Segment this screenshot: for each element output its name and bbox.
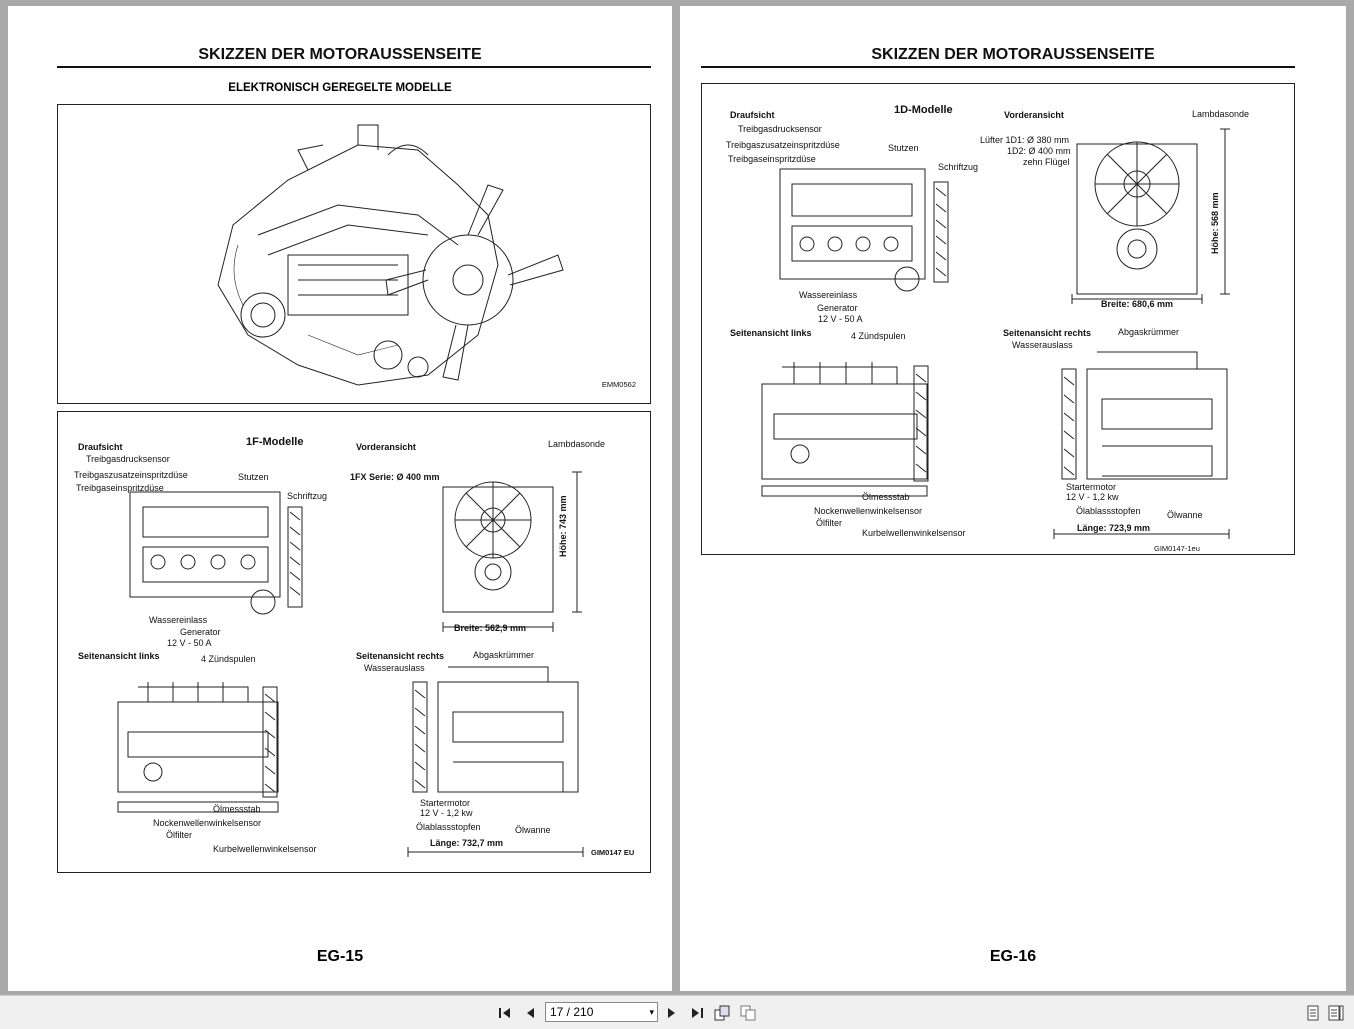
label-left-4: Kurbelwellenwinkelsensor — [213, 844, 317, 854]
label-top-5: Schriftzug — [938, 162, 979, 172]
label-top-6: Wassereinlass — [149, 615, 208, 625]
rotate-icon[interactable] — [714, 1005, 730, 1021]
label-left-1: Ölmessstab — [213, 804, 261, 814]
label-top-7: Generator — [817, 303, 858, 313]
page-number-select[interactable]: 17 / 210 ▾ — [545, 1002, 658, 1022]
label-fan-3: zehn Flügel — [1023, 157, 1070, 167]
label-draufsicht: Draufsicht — [78, 442, 123, 452]
label-abgaskruemmer: Abgaskrümmer — [473, 650, 535, 660]
label-top-7: Generator — [180, 627, 221, 637]
label-startermotor: Startermotor — [1066, 482, 1117, 492]
page-title: SKIZZEN DER MOTORAUSSENSEITE — [198, 46, 482, 63]
label-oelwanne: Ölwanne — [515, 825, 551, 835]
label-oelablass: Ölablassstopfen — [1076, 506, 1141, 516]
label-width: Breite: 680,6 mm — [1101, 299, 1174, 309]
engine-1d-views-drawing — [761, 128, 1230, 539]
label-startermotor: Startermotor — [420, 798, 471, 808]
engine-1f-dimensions-figure: Draufsicht 1F-Modelle Treibgasdrucksenso… — [57, 411, 651, 873]
page-title: SKIZZEN DER MOTORAUSSENSEITE — [871, 46, 1155, 63]
last-page-icon[interactable] — [689, 1005, 705, 1021]
page-number-value: 17 / 210 — [550, 1005, 594, 1019]
label-height: Höhe: 743 mm — [558, 495, 568, 557]
label-zuendspulen: 4 Zündspulen — [201, 654, 256, 664]
label-left-1: Ölmessstab — [862, 492, 910, 502]
label-vorderansicht: Vorderansicht — [356, 442, 416, 452]
label-top-4: Stutzen — [888, 143, 919, 153]
title-rule — [701, 66, 1295, 68]
label-oelwanne: Ölwanne — [1167, 510, 1203, 520]
label-lambdasonde: Lambdasonde — [548, 439, 606, 449]
label-top-5: Schriftzug — [287, 491, 328, 501]
label-model: 1D-Modelle — [894, 104, 953, 116]
label-seitenansicht-rechts: Seitenansicht rechts — [1003, 328, 1092, 338]
label-top-4: Stutzen — [238, 472, 269, 482]
engine-perspective-figure: EMM0562 — [57, 104, 651, 404]
label-starter-voltage: 12 V - 1,2 kw — [420, 808, 473, 818]
label-top-3: Treibgaseinspritzdüse — [76, 483, 164, 493]
label-seitenansicht-rechts: Seitenansicht rechts — [356, 651, 445, 661]
first-page-icon[interactable] — [497, 1005, 513, 1021]
label-seitenansicht-links: Seitenansicht links — [78, 651, 160, 661]
page-number: EG-16 — [989, 948, 1037, 965]
figure-code: EMM0562 — [601, 380, 636, 389]
label-starter-voltage: 12 V - 1,2 kw — [1066, 492, 1119, 502]
label-top-8: 12 V - 50 A — [167, 638, 212, 648]
label-length: Länge: 732,7 mm — [430, 838, 504, 848]
label-wasserauslass: Wasserauslass — [364, 663, 425, 673]
label-top-8: 12 V - 50 A — [818, 314, 863, 324]
label-fan-size: 1FX Serie: Ø 400 mm — [350, 472, 440, 482]
label-fan-2: 1D2: Ø 400 mm — [1007, 146, 1071, 156]
next-page-icon[interactable] — [664, 1005, 680, 1021]
label-top-1: Treibgasdrucksensor — [86, 454, 170, 464]
figure-code: GIM0147 EU — [591, 848, 635, 857]
engine-1f-views-drawing — [117, 471, 584, 857]
page-subtitle: ELEKTRONISCH GEREGELTE MODELLE — [228, 82, 452, 94]
two-page-view-icon[interactable] — [1328, 1005, 1344, 1021]
label-vorderansicht: Vorderansicht — [1004, 110, 1064, 120]
label-seitenansicht-links: Seitenansicht links — [730, 328, 812, 338]
label-abgaskruemmer: Abgaskrümmer — [1118, 327, 1180, 337]
label-height: Höhe: 568 mm — [1210, 192, 1220, 254]
label-top-2: Treibgaszusatzeinspritzdüse — [74, 470, 188, 480]
viewer-toolbar: 17 / 210 ▾ — [0, 995, 1354, 1029]
label-top-3: Treibgaseinspritzdüse — [728, 154, 816, 164]
copy-icon[interactable] — [740, 1005, 756, 1021]
title-rule — [57, 66, 651, 68]
label-draufsicht: Draufsicht — [730, 110, 775, 120]
figure-code: GIM0147-1eu — [1154, 544, 1200, 553]
label-zuendspulen: 4 Zündspulen — [851, 331, 906, 341]
label-left-4: Kurbelwellenwinkelsensor — [862, 528, 966, 538]
label-top-2: Treibgaszusatzeinspritzdüse — [726, 140, 840, 150]
chevron-down-icon: ▾ — [649, 1007, 654, 1017]
label-left-2: Nockenwellenwinkelsensor — [814, 506, 923, 516]
label-lambdasonde: Lambdasonde — [1192, 109, 1250, 119]
single-page-view-icon[interactable] — [1305, 1005, 1321, 1021]
label-oelablass: Ölablassstopfen — [416, 822, 481, 832]
page-number: EG-15 — [316, 948, 364, 965]
prev-page-icon[interactable] — [522, 1005, 538, 1021]
label-model: 1F-Modelle — [246, 436, 304, 448]
document-page-left: SKIZZEN DER MOTORAUSSENSEITE ELEKTRONISC… — [8, 6, 672, 991]
engine-perspective-drawing — [217, 124, 564, 386]
label-width: Breite: 562,9 mm — [454, 623, 527, 633]
label-left-3: Ölfilter — [816, 518, 843, 528]
label-fan-1: Lüfter 1D1: Ø 380 mm — [980, 135, 1070, 145]
label-wasserauslass: Wasserauslass — [1012, 340, 1073, 350]
document-page-right: SKIZZEN DER MOTORAUSSENSEITE — [680, 6, 1346, 991]
label-top-1: Treibgasdrucksensor — [738, 124, 822, 134]
label-left-3: Ölfilter — [166, 830, 193, 840]
label-left-2: Nockenwellenwinkelsensor — [153, 818, 262, 828]
label-top-6: Wassereinlass — [799, 290, 858, 300]
label-length: Länge: 723,9 mm — [1077, 523, 1151, 533]
engine-1d-dimensions-figure: Draufsicht 1D-Modelle Treibgasdrucksenso… — [701, 83, 1295, 555]
